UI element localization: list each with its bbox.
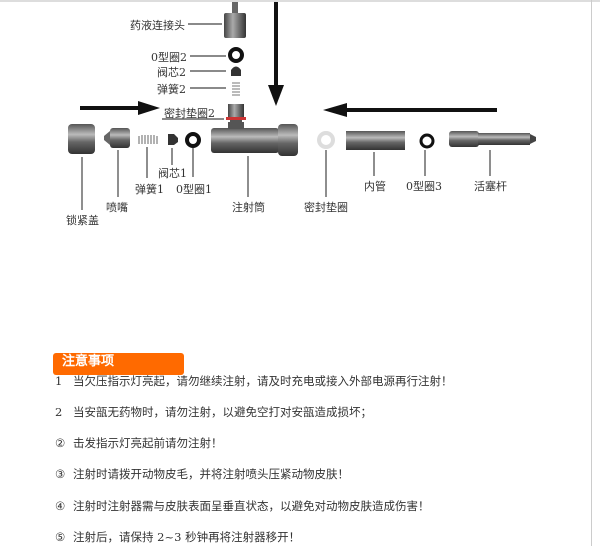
arrow-left [323,103,497,117]
page-border-right [591,0,592,546]
valve2-part [231,66,241,76]
label-valve1: 阀芯1 [158,167,187,180]
oring1-part [185,132,201,148]
lock-cap-part [68,124,95,154]
oring3-part [419,133,435,149]
oring2-part [228,47,244,63]
seal-part [317,131,335,149]
arrow-down [268,2,284,106]
label-barrel: 注射筒 [232,201,265,214]
label-seal: 密封垫圈 [304,201,348,214]
spring2-part [232,82,240,96]
piston-part [449,131,536,147]
label-spring1: 弹簧1 [135,183,164,196]
nozzle-part [104,128,130,148]
label-oring2: 0型圈2 [151,51,187,64]
label-inner-tube: 内管 [364,180,386,193]
connector-part [224,2,246,38]
label-oring3: 0型圈3 [406,180,442,193]
leader-lines [81,23,491,210]
page-border-top [0,0,600,2]
label-nozzle: 喷嘴 [106,201,128,214]
label-connector: 药液连接头 [130,19,185,32]
barrel-part [211,122,298,156]
label-lock-cap: 锁紧盖 [66,214,99,227]
arrow-right [80,101,160,115]
valve1-part [168,134,178,145]
inner-tube-part [346,131,405,150]
label-piston: 活塞杆 [474,180,507,193]
label-oring1: 0型圈1 [176,183,212,196]
label-spring2: 弹簧2 [157,83,186,96]
spring1-part [138,135,158,144]
label-valve2: 阀芯2 [157,66,186,79]
notes-title: 注意事项 [53,353,184,375]
label-seal2: 密封垫圈2 [164,107,215,120]
